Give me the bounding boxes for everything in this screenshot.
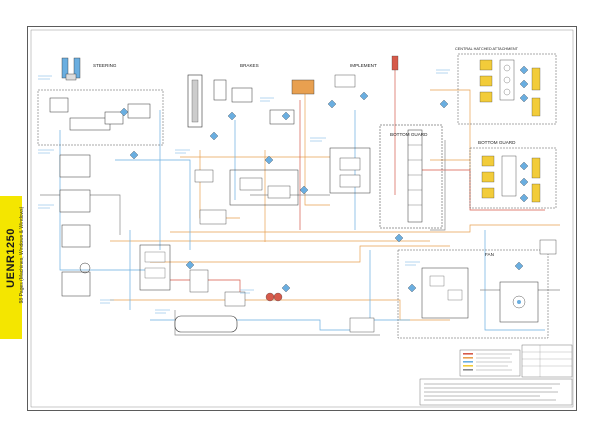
pump-section (139, 244, 375, 333)
document-subtitle: 98 Pages (Machines, Windows & Windows) (19, 206, 25, 304)
implement-title: IMPLEMENT (350, 63, 377, 68)
fan-section: FAN (397, 239, 557, 339)
bottom-guard-title: BOTTOM GUARD (390, 132, 428, 137)
title-block (419, 344, 573, 406)
bottom-guard-title-right: BOTTOM GUARD (478, 140, 516, 145)
brakes-section: BRAKES (187, 63, 315, 225)
steering-section: STEERING (37, 57, 164, 297)
attachment-section: CENTRAL HATCHED ATTACHMENT BOTTOM GUARD (455, 47, 557, 209)
fan-title: FAN (485, 252, 494, 257)
steering-title: STEERING (93, 63, 117, 68)
document-code: UENR1250 (5, 228, 17, 288)
test-ports (119, 65, 529, 293)
brakes-title: BRAKES (240, 63, 259, 68)
color-legend (459, 349, 521, 377)
sheet-inner-border (30, 29, 574, 408)
implement-section: IMPLEMENT BOTTOM GUARD (329, 55, 443, 229)
document-spine-label: UENR1250 98 Pages (Machines, Windows & W… (0, 196, 25, 339)
annotation-marks (38, 69, 450, 314)
attachment-title: CENTRAL HATCHED ATTACHMENT (455, 47, 519, 51)
